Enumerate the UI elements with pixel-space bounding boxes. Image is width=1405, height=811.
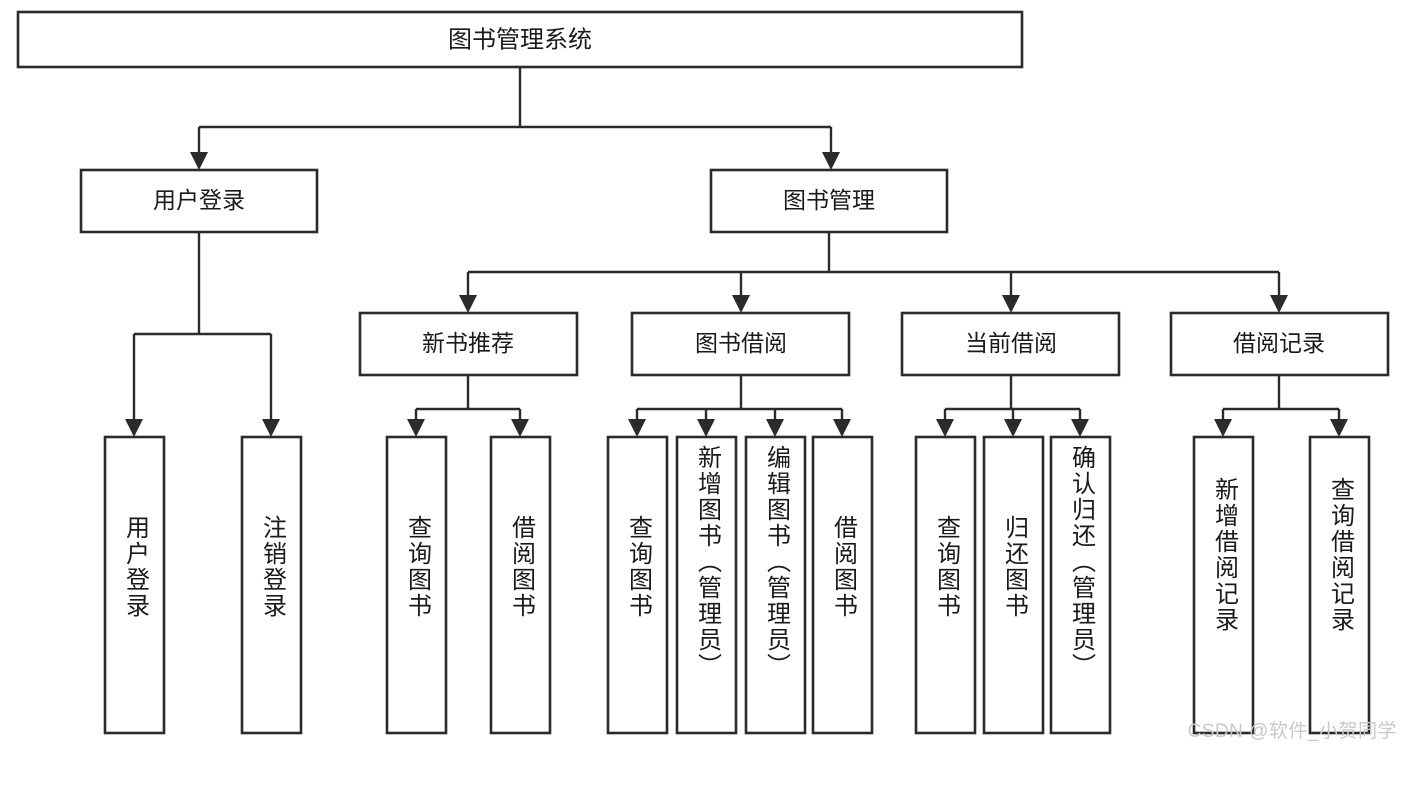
arrow-head-leaf-query-book-1 [407, 419, 425, 437]
connector-borrow-record-to-leaves [1221, 375, 1341, 421]
connector-book-management-to-level3 [466, 232, 1281, 297]
arrow-head-current-borrow [1002, 295, 1020, 313]
node-leaf-query-book-2[interactable] [606, 435, 669, 735]
node-leaf-confirm-return[interactable] [1049, 435, 1112, 735]
arrow-head-leaf-query-record [1330, 419, 1348, 437]
node-leaf-logout-login[interactable] [240, 435, 303, 735]
node-leaf-borrow-book-1[interactable] [489, 435, 552, 735]
node-borrow-record-label: 借阅记录 [1233, 330, 1325, 356]
node-leaf-query-book-3[interactable] [914, 435, 977, 735]
tree-diagram-svg: 图书管理系统 用户登录 图书管理 新书推荐 图书借阅 当前借阅 借阅记录 [16, 10, 1390, 735]
node-leaf-add-book[interactable] [675, 435, 738, 735]
arrow-head-leaf-borrow-book-2 [833, 419, 851, 437]
node-book-management-label: 图书管理 [783, 187, 875, 213]
node-book-borrow[interactable]: 图书借阅 [630, 311, 851, 377]
node-leaf-edit-book[interactable] [744, 435, 807, 735]
node-leaf-add-record[interactable] [1192, 435, 1255, 735]
node-book-borrow-label: 图书借阅 [695, 330, 787, 356]
arrow-head-leaf-logout-login [262, 419, 280, 437]
arrow-head-leaf-borrow-book-1 [511, 419, 529, 437]
arrow-head-borrow-record [1270, 295, 1288, 313]
arrow-head-leaf-add-book [697, 419, 715, 437]
arrow-head-leaf-query-book-2 [628, 419, 646, 437]
arrow-head-leaf-query-book-3 [936, 419, 954, 437]
node-new-book-recommend[interactable]: 新书推荐 [358, 311, 579, 377]
arrow-head-leaf-edit-book [766, 419, 784, 437]
arrow-head-leaf-confirm-return [1071, 419, 1089, 437]
node-leaf-borrow-book-2[interactable] [811, 435, 874, 735]
connector-root-to-level2 [197, 67, 833, 154]
csdn-watermark: CSDN @软件_小贺同学 [1187, 721, 1397, 742]
node-book-management[interactable]: 图书管理 [709, 168, 949, 234]
node-current-borrow-label: 当前借阅 [965, 330, 1057, 356]
node-new-book-recommend-label: 新书推荐 [422, 330, 514, 356]
node-user-login-label: 用户登录 [153, 187, 245, 213]
arrow-head-leaf-return-book [1004, 419, 1022, 437]
arrow-head-leaf-add-record [1214, 419, 1232, 437]
node-leaf-query-record[interactable] [1308, 435, 1371, 735]
node-leaf-user-login[interactable] [103, 435, 166, 735]
arrow-head-book-borrow [732, 295, 750, 313]
connector-current-borrow-to-leaves [943, 375, 1082, 421]
leaf-nodes-group [103, 435, 1371, 735]
arrow-head-leaf-user-login [125, 419, 143, 437]
node-user-login[interactable]: 用户登录 [79, 168, 319, 234]
connector-user-login-to-leaves [132, 232, 273, 421]
arrow-head-book-management [822, 152, 840, 170]
node-leaf-return-book[interactable] [982, 435, 1045, 735]
connector-book-borrow-to-leaves [635, 375, 844, 421]
flowchart-canvas: 图书管理系统 用户登录 图书管理 新书推荐 图书借阅 当前借阅 借阅记录 [16, 10, 1397, 742]
node-leaf-query-book-1[interactable] [385, 435, 448, 735]
node-root-label: 图书管理系统 [448, 26, 592, 53]
node-current-borrow[interactable]: 当前借阅 [900, 311, 1121, 377]
connector-new-book-recommend-to-leaves [414, 375, 522, 421]
arrow-head-user-login [190, 152, 208, 170]
node-root[interactable]: 图书管理系统 [16, 10, 1024, 69]
connectors-group [125, 67, 1348, 437]
arrow-head-new-book-recommend [459, 295, 477, 313]
node-borrow-record[interactable]: 借阅记录 [1169, 311, 1390, 377]
